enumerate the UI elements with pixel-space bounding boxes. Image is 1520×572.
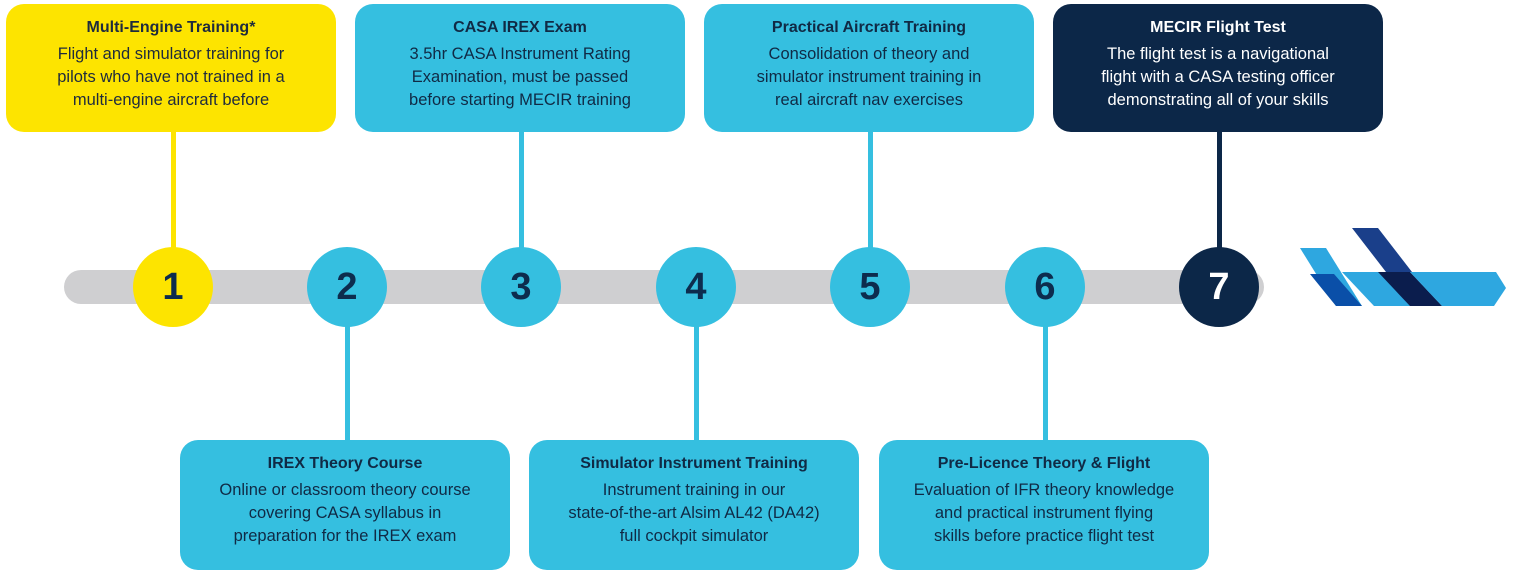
connector-6 — [1042, 325, 1048, 440]
step-5-title: Practical Aircraft Training — [771, 19, 967, 36]
connector-5 — [867, 132, 873, 249]
step-2-card: IREX Theory Course Online or classroom t… — [180, 440, 510, 570]
step-1-circle: 1 — [133, 247, 213, 327]
step-5-description: Consolidation of theory and simulator in… — [756, 45, 982, 109]
step-6-card: Pre-Licence Theory & Flight Evaluation o… — [879, 440, 1209, 570]
step-6-circle: 6 — [1005, 247, 1085, 327]
step-7-description: The flight test is a navigational flight… — [1101, 45, 1335, 109]
step-7-card: MECIR Flight Test The flight test is a n… — [1053, 4, 1383, 132]
step-4-description: Instrument training in our state-of-the-… — [568, 481, 820, 545]
logo-stripe-light-tail — [1410, 272, 1506, 306]
connector-7 — [1216, 132, 1222, 249]
step-2-title: IREX Theory Course — [267, 455, 423, 472]
step-6-description: Evaluation of IFR theory knowledge and p… — [913, 481, 1175, 545]
step-5-card: Practical Aircraft Training Consolidatio… — [704, 4, 1034, 132]
logo-stripe-mid-left — [1310, 274, 1362, 306]
step-7-title: MECIR Flight Test — [1150, 19, 1286, 36]
step-3-circle: 3 — [481, 247, 561, 327]
step-1-title: Multi-Engine Training* — [86, 19, 256, 36]
connector-2 — [344, 325, 350, 440]
connector-1 — [170, 132, 176, 249]
connector-3 — [518, 132, 524, 249]
step-2-description: Online or classroom theory course coveri… — [219, 481, 471, 545]
connector-4 — [693, 325, 699, 440]
step-3-card: CASA IREX Exam 3.5hr CASA Instrument Rat… — [355, 4, 685, 132]
step-2-circle: 2 — [307, 247, 387, 327]
step-3-description: 3.5hr CASA Instrument Rating Examination… — [409, 45, 631, 109]
step-1-description: Flight and simulator training for pilots… — [57, 45, 285, 109]
logo-stripe-mid-top — [1352, 228, 1412, 272]
logo-stripe-dark-right — [1378, 272, 1442, 306]
step-4-title: Simulator Instrument Training — [580, 455, 808, 472]
step-6-title: Pre-Licence Theory & Flight — [937, 455, 1151, 472]
step-1-card: Multi-Engine Training* Flight and simula… — [6, 4, 336, 132]
airline-tail-logo-icon — [1300, 228, 1506, 306]
step-4-circle: 4 — [656, 247, 736, 327]
step-3-title: CASA IREX Exam — [453, 19, 587, 36]
step-7-circle: 7 — [1179, 247, 1259, 327]
step-5-circle: 5 — [830, 247, 910, 327]
step-4-card: Simulator Instrument Training Instrument… — [529, 440, 859, 570]
